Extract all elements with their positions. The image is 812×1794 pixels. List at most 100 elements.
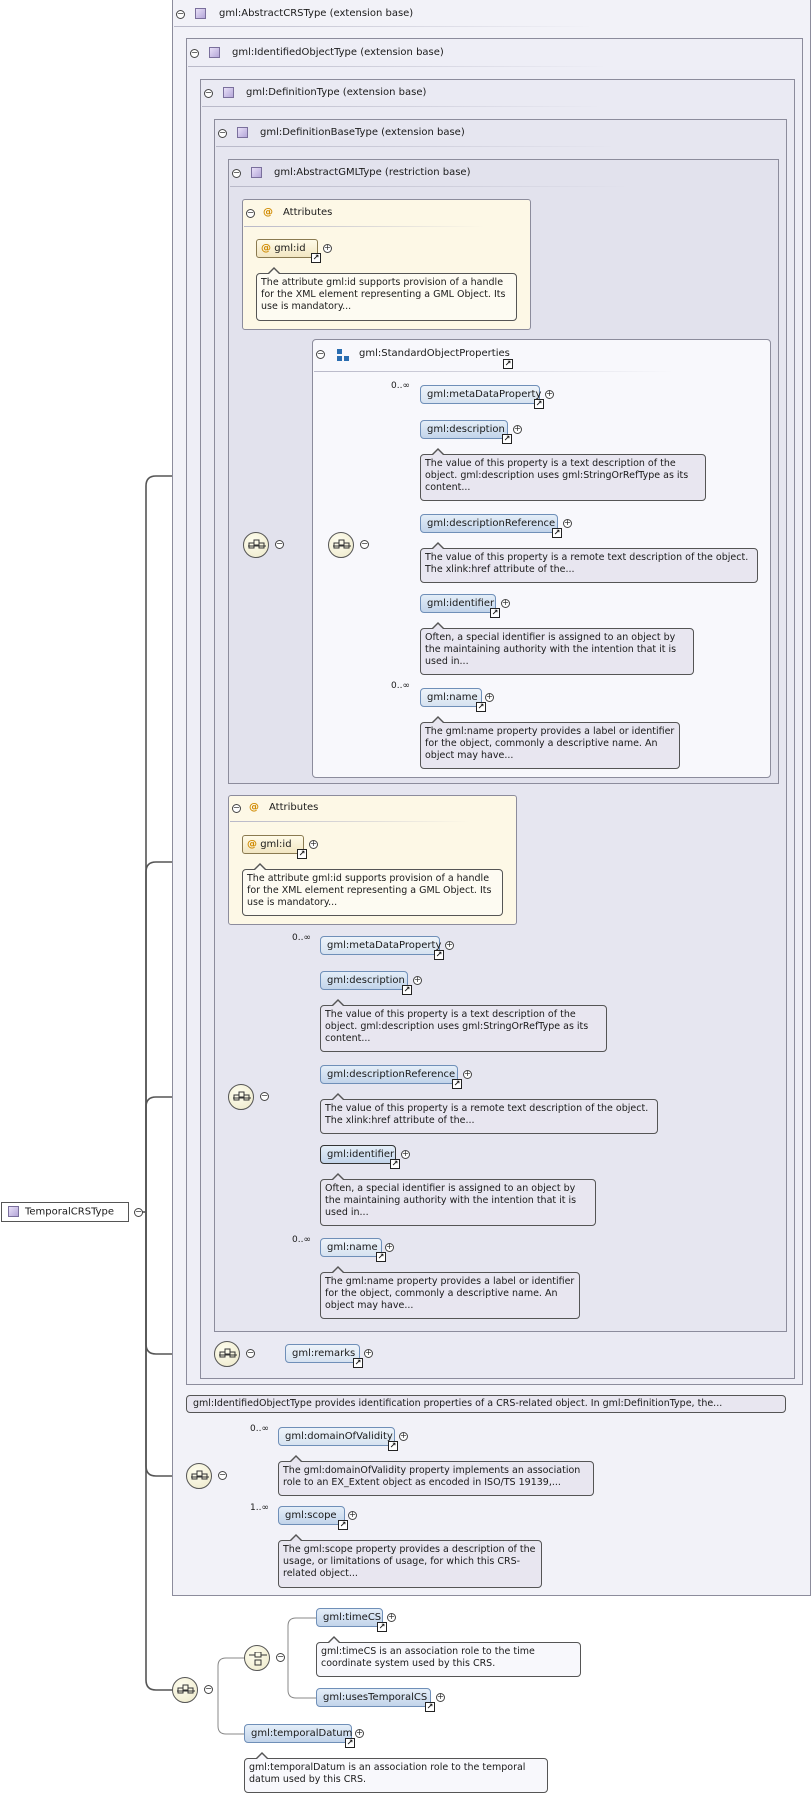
element-usestemporalcs[interactable]: gml:usesTemporalCS [316,1688,431,1707]
sequence-compositor-icon [328,532,354,558]
expand-plus-icon[interactable]: + [399,1431,408,1441]
root-element-label: TemporalCRSType [25,1206,115,1218]
link-arrow-icon[interactable]: ↗ [402,985,412,995]
link-arrow-icon[interactable]: ↗ [345,1738,355,1748]
link-arrow-icon[interactable]: ↗ [377,1622,387,1632]
expand-plus-icon[interactable]: + [436,1692,445,1702]
link-arrow-icon[interactable]: ↗ [311,253,321,263]
frame-definition-base-title: gml:DefinitionBaseType (extension base) [260,127,465,138]
attribute-gml-id[interactable]: @ gml:id [256,239,318,258]
collapse-sequence-toggle[interactable]: − [360,539,369,549]
element-description-doc: The value of this property is a text des… [420,448,706,501]
expand-plus-icon[interactable]: + [445,940,454,950]
element-descriptionreference[interactable]: gml:descriptionReference [420,514,558,533]
expand-plus-icon[interactable]: + [348,1510,357,1520]
collapse-root-toggle[interactable]: − [134,1207,143,1217]
collapse-sequence-toggle[interactable]: − [246,1348,255,1358]
element-temporaldatum[interactable]: gml:temporalDatum [244,1724,352,1743]
expand-plus-icon[interactable]: + [364,1348,373,1358]
collapse-sequence-toggle[interactable]: − [275,539,284,549]
expand-plus-icon[interactable]: + [513,424,522,434]
complex-type-icon [237,127,248,138]
expand-plus-icon[interactable]: + [545,389,554,399]
collapse-sequence-toggle[interactable]: − [218,1470,227,1480]
element-identifier-doc: Often, a special identifier is assigned … [420,622,694,675]
expand-plus-icon[interactable]: + [387,1612,396,1622]
link-arrow-icon[interactable]: ↗ [534,399,544,409]
element-timecs[interactable]: gml:timeCS [316,1608,383,1627]
collapse-definition-base-toggle[interactable]: − [218,128,227,138]
element-scope[interactable]: gml:scope [278,1506,345,1525]
link-arrow-icon[interactable]: ↗ [297,849,307,859]
element-domainofvalidity[interactable]: gml:domainOfValidity [278,1427,395,1446]
element-descriptionreference-doc: The value of this property is a remote t… [320,1093,658,1134]
header-divider [244,226,484,227]
expand-plus-icon[interactable]: + [463,1069,472,1079]
link-arrow-icon[interactable]: ↗ [552,528,562,538]
element-name-doc: The gml:name property provides a label o… [420,716,680,769]
attributes-icon: @ [263,207,273,218]
attribute-gml-id[interactable]: @ gml:id [242,835,304,854]
sequence-compositor-icon [243,532,269,558]
header-divider [314,371,674,372]
link-arrow-icon[interactable]: ↗ [434,950,444,960]
link-arrow-icon[interactable]: ↗ [338,1520,348,1530]
element-name[interactable]: gml:name [420,688,482,707]
attribute-gml-id-doc: The attribute gml:id supports provision … [242,863,503,916]
collapse-abstract-gml-toggle[interactable]: − [232,168,241,178]
attributes-title: Attributes [269,802,319,813]
identified-object-type-note: gml:IdentifiedObjectType provides identi… [186,1395,786,1413]
element-identifier[interactable]: gml:identifier [420,594,496,613]
expand-plus-icon[interactable]: + [501,598,510,608]
element-description-doc: The value of this property is a text des… [320,999,607,1052]
link-arrow-icon[interactable]: ↗ [490,608,500,618]
link-arrow-icon[interactable]: ↗ [353,1358,363,1368]
expand-plus-icon[interactable]: + [355,1728,364,1738]
link-arrow-icon[interactable]: ↗ [376,1252,386,1262]
sequence-compositor-icon [186,1463,212,1489]
multiplicity-label: 0..∞ [292,1235,311,1245]
complex-type-icon [195,8,206,19]
element-description[interactable]: gml:description [320,971,408,990]
collapse-choice-toggle[interactable]: − [276,1652,285,1662]
collapse-abstract-crs-toggle[interactable]: − [176,9,185,19]
expand-plus-icon[interactable]: + [385,1242,394,1252]
collapse-sequence-toggle[interactable]: − [260,1091,269,1101]
collapse-group-toggle[interactable]: − [316,349,325,359]
expand-plus-icon[interactable]: + [401,1149,410,1159]
root-element[interactable]: TemporalCRSType [1,1202,129,1222]
link-arrow-icon[interactable]: ↗ [452,1079,462,1089]
expand-plus-icon[interactable]: + [485,692,494,702]
sequence-compositor-icon [214,1341,240,1367]
link-arrow-icon[interactable]: ↗ [503,359,513,369]
header-divider [202,106,602,107]
attribute-gml-id-label: gml:id [274,243,306,254]
element-remarks[interactable]: gml:remarks [285,1344,360,1363]
collapse-definition-toggle[interactable]: − [204,88,213,98]
expand-plus-icon[interactable]: + [563,518,572,528]
multiplicity-label: 0..∞ [391,381,410,391]
collapse-identified-object-toggle[interactable]: − [190,48,199,58]
attributes-title: Attributes [283,207,333,218]
collapse-attributes-toggle[interactable]: − [246,208,255,218]
link-arrow-icon[interactable]: ↗ [476,702,486,712]
element-name[interactable]: gml:name [320,1238,382,1257]
collapse-sequence-toggle[interactable]: − [204,1684,213,1694]
collapse-attributes-toggle[interactable]: − [232,803,241,813]
element-descriptionreference[interactable]: gml:descriptionReference [320,1065,458,1084]
expand-plus-icon[interactable]: + [323,243,332,253]
expand-plus-icon[interactable]: + [413,975,422,985]
element-identifier[interactable]: gml:identifier [320,1145,396,1164]
multiplicity-label: 0..∞ [250,1424,269,1434]
element-metadataproperty[interactable]: gml:metaDataProperty [420,385,541,404]
link-arrow-icon[interactable]: ↗ [425,1702,435,1712]
element-description[interactable]: gml:description [420,420,508,439]
link-arrow-icon[interactable]: ↗ [502,434,512,444]
element-metadataproperty[interactable]: gml:metaDataProperty [320,936,441,955]
element-descriptionreference-doc: The value of this property is a remote t… [420,542,758,583]
element-scope-doc: The gml:scope property provides a descri… [278,1534,542,1588]
link-arrow-icon[interactable]: ↗ [388,1441,398,1451]
link-arrow-icon[interactable]: ↗ [390,1159,400,1169]
header-divider [188,66,608,67]
expand-plus-icon[interactable]: + [309,839,318,849]
